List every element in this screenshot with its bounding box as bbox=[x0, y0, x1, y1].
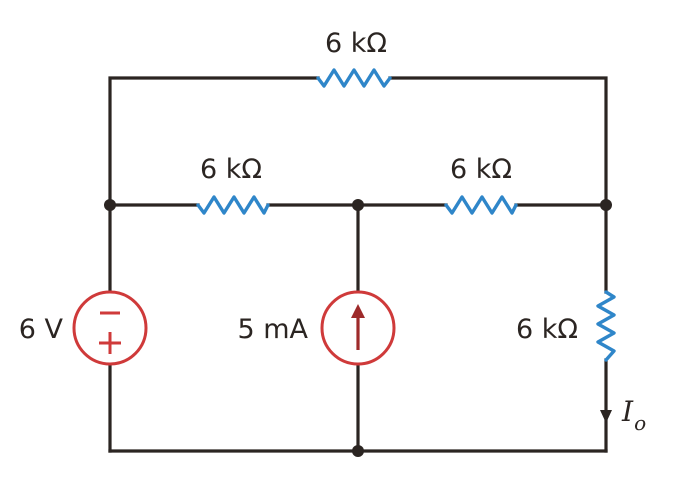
current-source bbox=[320, 290, 396, 366]
resistor-right bbox=[596, 290, 616, 362]
wire-top-left bbox=[108, 76, 320, 207]
label-io: Io bbox=[621, 395, 646, 435]
label-io-symbol: I bbox=[621, 395, 634, 428]
label-r-mid-right: 6 kΩ bbox=[450, 154, 512, 185]
resistor-top bbox=[316, 68, 392, 88]
label-current-source: 5 mA bbox=[237, 314, 308, 345]
label-r-right: 6 kΩ bbox=[516, 314, 578, 345]
label-voltage-source: 6 V bbox=[19, 314, 64, 345]
label-r-top: 6 kΩ bbox=[325, 28, 387, 59]
label-io-subscript: o bbox=[634, 411, 646, 435]
node-bottom bbox=[352, 445, 364, 457]
nodes bbox=[104, 199, 612, 457]
node-right bbox=[600, 199, 612, 211]
resistor-mid-left bbox=[196, 195, 270, 215]
node-center bbox=[352, 199, 364, 211]
label-r-mid-left: 6 kΩ bbox=[200, 154, 262, 185]
resistor-mid-right bbox=[444, 195, 518, 215]
node-left bbox=[104, 199, 116, 211]
current-arrow-io bbox=[600, 410, 612, 423]
voltage-source bbox=[72, 290, 148, 366]
wire-top-right bbox=[388, 76, 608, 207]
arrow-down-icon bbox=[600, 410, 612, 423]
wires bbox=[108, 76, 608, 453]
